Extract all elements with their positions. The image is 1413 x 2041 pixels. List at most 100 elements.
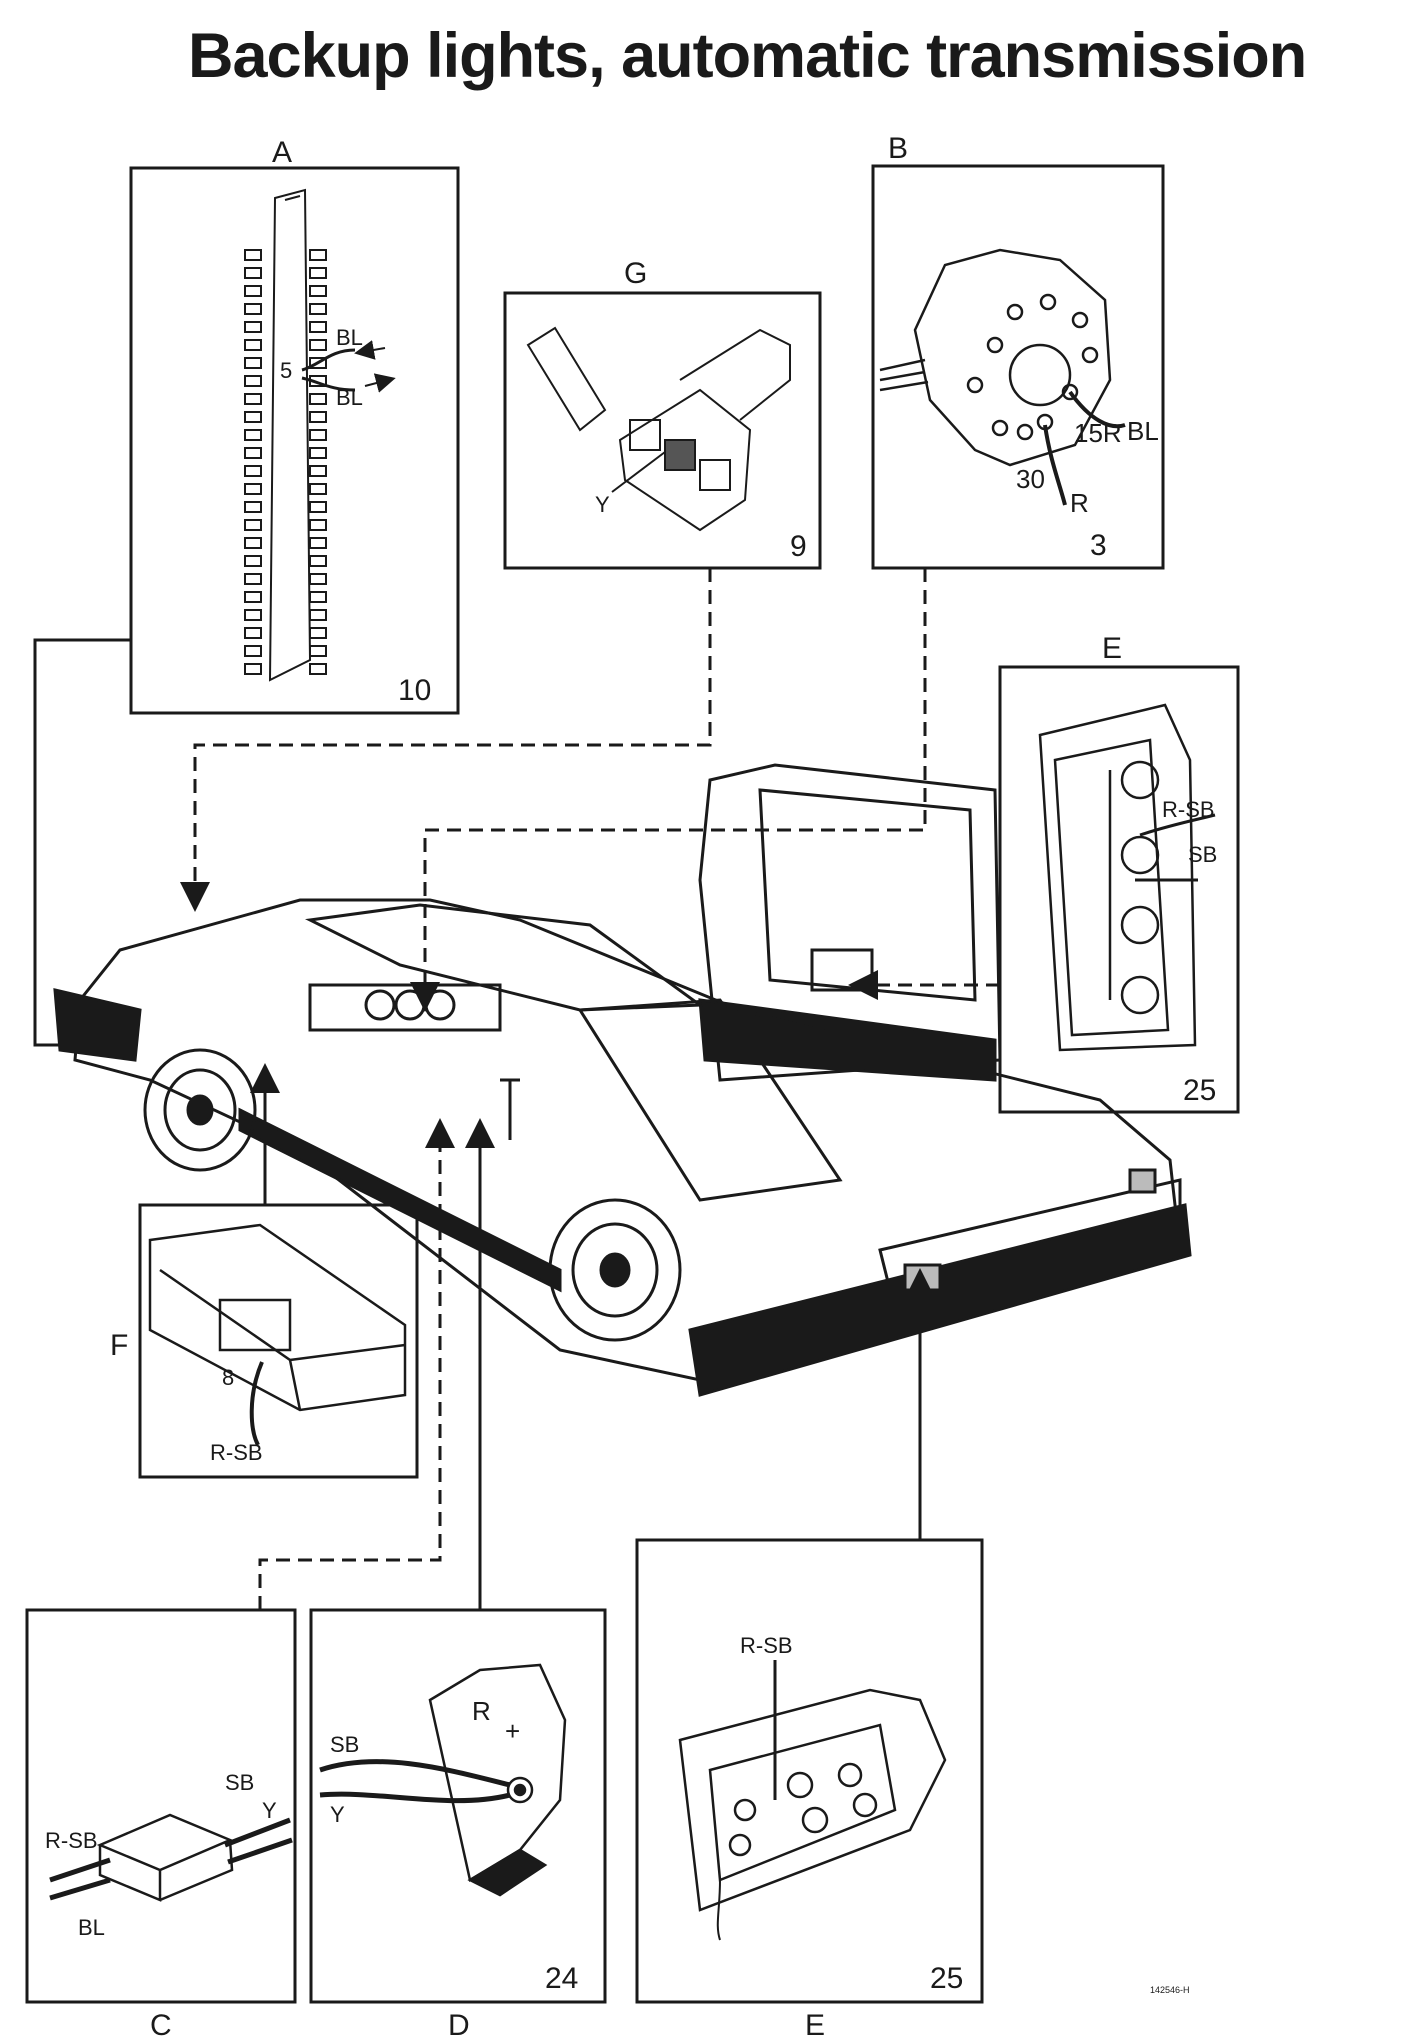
panel-c-wire-1: R-SB (45, 1828, 98, 1853)
panel-f-pin: 8 (222, 1365, 234, 1390)
fuse-slot (244, 303, 262, 315)
figure-code: 142546-H (1150, 1985, 1190, 1995)
fuse-slot (309, 321, 327, 333)
panel-d-wire-1: SB (330, 1732, 359, 1757)
panel-f-wire: R-SB (210, 1440, 263, 1465)
fuse-slot (309, 501, 327, 513)
fuse-slot (309, 573, 327, 585)
fuse-slot (244, 537, 262, 549)
diagram-title: Backup lights, automatic transmission (188, 21, 1307, 91)
ignition-switch-illustration (879, 248, 1112, 467)
fuse-slot (309, 339, 327, 351)
fuse-slot (244, 285, 262, 297)
panel-a-number: 10 (398, 674, 431, 707)
fuse-slot (244, 267, 262, 279)
fuse-slot (309, 519, 327, 531)
panel-e-bottom-number: 25 (930, 1962, 963, 1995)
fuse-slot (309, 555, 327, 567)
panel-b-letter: B (888, 132, 908, 165)
panel-c: R-SB SB Y BL C (25, 1608, 297, 2041)
panel-b-wire-1: BL (1127, 416, 1159, 446)
fuse-slot (309, 483, 327, 495)
connector-lines (33, 568, 1000, 1610)
panel-e-top-wire-2: SB (1188, 842, 1217, 867)
fuse-slot (244, 375, 262, 387)
fuse-slot (309, 249, 327, 261)
fuse-slot (244, 609, 262, 621)
fuse-slot (309, 411, 327, 423)
fuse-slot (309, 285, 327, 297)
panel-a-wire-1: BL (336, 325, 363, 350)
panel-b-number: 3 (1090, 529, 1107, 562)
fuse-slot (244, 465, 262, 477)
fuse-slot (244, 519, 262, 531)
panel-d-mark-2: + (505, 1716, 520, 1746)
fuse-slot (244, 627, 262, 639)
panel-e-bottom-wire: R-SB (740, 1633, 793, 1658)
fuse-slot (244, 501, 262, 513)
fuse-slot (244, 339, 262, 351)
gear-selector-switch-illustration (428, 1663, 567, 1897)
fuse-slot (244, 591, 262, 603)
panel-d-number: 24 (545, 1962, 578, 1995)
panel-a: A BL BL 5 10 (129, 136, 460, 715)
panel-b-terminal-2: 30 (1016, 464, 1045, 494)
panel-a-letter: A (272, 136, 292, 169)
panel-c-wire-2: SB (225, 1770, 254, 1795)
panel-d-wire-2: Y (330, 1802, 345, 1827)
fuse-slot (309, 591, 327, 603)
fuse-slot (244, 357, 262, 369)
fuse-box-illustration (244, 188, 327, 682)
fuse-slot (309, 429, 327, 441)
fuse-slot (244, 573, 262, 585)
panel-g: G Y 9 (503, 257, 822, 570)
panel-g-letter: G (624, 257, 647, 290)
fuse-slot (309, 663, 327, 675)
fuse-slot (309, 267, 327, 279)
panel-b: B 15R BL 30 R 3 (871, 132, 1165, 570)
fuse-slot (244, 483, 262, 495)
panel-e-top-wire-1: R-SB (1162, 797, 1215, 822)
panel-e-bottom: R-SB 25 E (635, 1538, 984, 2041)
fuse-slot (309, 645, 327, 657)
panel-c-letter: C (150, 2009, 172, 2041)
panel-b-wire-2: R (1070, 488, 1089, 518)
panel-d: R + SB Y 24 D (309, 1608, 607, 2041)
fuse-slot (309, 627, 327, 639)
fuse-slot (309, 609, 327, 621)
panel-f-letter: F (110, 1329, 128, 1362)
panel-c-wire-3: Y (262, 1798, 277, 1823)
panel-e-bottom-letter: E (805, 2009, 825, 2041)
plug-connector-illustration (96, 1813, 234, 1902)
fuse-slot (244, 411, 262, 423)
connector-block-illustration (148, 1223, 407, 1412)
fuse-slot (244, 663, 262, 675)
tail-light-illustration (1038, 703, 1197, 1052)
fuse-slot (244, 429, 262, 441)
panel-c-wire-4: BL (78, 1915, 105, 1940)
panel-e-top: E R-SB SB 25 (998, 632, 1240, 1114)
panel-g-number: 9 (790, 530, 807, 563)
fuse-slot (309, 465, 327, 477)
fuse-slot (244, 249, 262, 261)
panel-d-mark-1: R (472, 1696, 491, 1726)
panel-e-top-letter: E (1102, 632, 1122, 665)
panel-b-terminal-1: 15R (1074, 418, 1122, 448)
relay-illustration (526, 326, 791, 532)
fuse-slot (244, 447, 262, 459)
panel-f: F 8 R-SB (110, 1203, 419, 1479)
fuse-slot (309, 393, 327, 405)
fuse-slot (244, 555, 262, 567)
panel-e-top-number: 25 (1183, 1074, 1216, 1107)
fuse-slot (309, 537, 327, 549)
fuse-slot (244, 645, 262, 657)
fuse-slot (309, 357, 327, 369)
fuse-slot (244, 393, 262, 405)
panel-a-terminal: 5 (280, 358, 292, 383)
tail-light-rear-illustration (678, 1688, 947, 1912)
fuse-slot (309, 447, 327, 459)
panel-d-letter: D (448, 2009, 470, 2041)
fuse-slot (309, 303, 327, 315)
panel-g-wire: Y (595, 492, 610, 517)
